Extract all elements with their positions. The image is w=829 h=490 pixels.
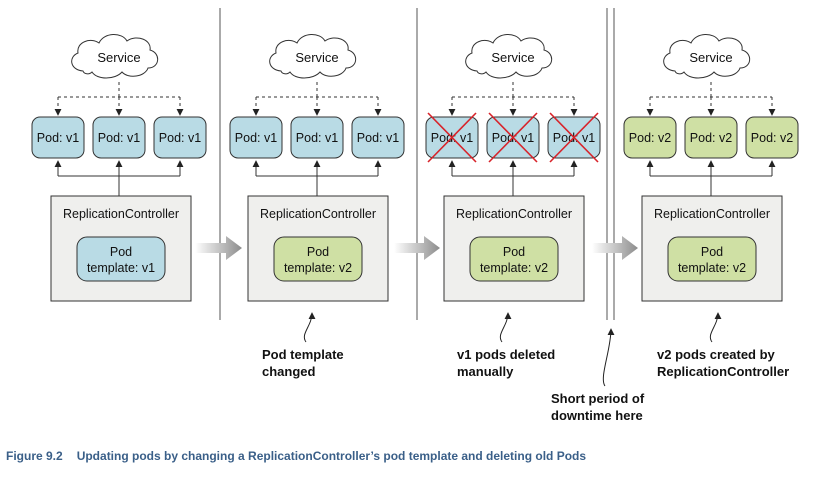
service-cloud	[465, 34, 553, 79]
pod-box	[290, 116, 344, 159]
service-label: Service	[689, 50, 732, 65]
annotation-line: Pod template	[262, 347, 344, 362]
pod-label: Pod: v1	[296, 131, 338, 145]
pod-box	[623, 116, 677, 159]
controller-links	[252, 160, 382, 196]
pod-label: Pod: v1	[98, 131, 140, 145]
annotation-line: downtime here	[551, 408, 643, 423]
pod-template-version: template: v2	[480, 261, 548, 275]
pod: Pod: v1	[31, 116, 85, 159]
pod: Pod: v2	[684, 116, 738, 159]
annotation-downtime: Short period of downtime here	[551, 328, 645, 423]
stage-3: Service Pod: v1 Pod: v1 Pod: v1	[425, 34, 601, 302]
annotation-line: changed	[262, 364, 316, 379]
pod: Pod: v1	[351, 116, 405, 159]
pod-label: Pod: v1	[235, 131, 277, 145]
delete-cross-icon	[549, 112, 599, 163]
pod-template-label: Pod	[307, 245, 329, 259]
pod-template-version: template: v2	[678, 261, 746, 275]
pod-label: Pod: v1	[357, 131, 399, 145]
service-label: Service	[491, 50, 534, 65]
service-cloud	[269, 34, 357, 79]
pod: Pod: v1	[229, 116, 283, 159]
annotation-line: Short period of	[551, 391, 645, 406]
transition-arrow	[394, 236, 440, 260]
pod-label: Pod: v2	[690, 131, 732, 145]
deleted-pod: Pod: v1	[486, 112, 540, 163]
stage-2: Service Pod: v1 Pod: v1 Pod: v1	[229, 34, 405, 302]
deleted-pod: Pod: v1	[425, 112, 479, 163]
controller-links	[54, 160, 184, 196]
service-cloud	[663, 34, 751, 79]
pod-template-box	[469, 236, 559, 282]
pod: Pod: v1	[153, 116, 207, 159]
annotation-line: v1 pods deleted	[457, 347, 555, 362]
pod-box	[684, 116, 738, 159]
deleted-pod: Pod: v1	[547, 112, 601, 163]
replication-controller-label: ReplicationController	[456, 207, 572, 221]
annotation-pods-deleted: v1 pods deleted manually	[457, 312, 555, 379]
transition-arrow	[592, 236, 638, 260]
figure-number: Figure 9.2	[6, 449, 63, 463]
pod: Pod: v2	[623, 116, 677, 159]
pod-template-box	[76, 236, 166, 282]
replication-controller-label: ReplicationController	[654, 207, 770, 221]
replication-controller-label: ReplicationController	[63, 207, 179, 221]
figure-caption-text: Updating pods by changing a ReplicationC…	[77, 449, 587, 463]
annotation-pointer	[303, 312, 316, 343]
service-label: Service	[97, 50, 140, 65]
pod-label: Pod: v1	[37, 131, 79, 145]
pod-template-version: template: v1	[87, 261, 155, 275]
annotation-line: manually	[457, 364, 514, 379]
annotation-template-changed: Pod template changed	[262, 312, 344, 379]
pod-box	[92, 116, 146, 159]
pod-box	[153, 116, 207, 159]
pod-label: Pod: v1	[159, 131, 201, 145]
pod-box	[229, 116, 283, 159]
annotation-line: ReplicationController	[657, 364, 789, 379]
annotation-line: v2 pods created by	[657, 347, 776, 362]
pod-template-version: template: v2	[284, 261, 352, 275]
pod: Pod: v1	[290, 116, 344, 159]
transition-arrow	[195, 236, 242, 260]
annotation-pointer	[602, 328, 615, 387]
annotation-pointer	[709, 312, 722, 343]
delete-cross-icon	[427, 112, 477, 163]
stage-1: Service Pod: v1 Pod: v1 Pod: v1	[31, 34, 207, 302]
figure-caption: Figure 9.2 Updating pods by changing a Re…	[6, 449, 586, 463]
pod-box	[745, 116, 799, 159]
delete-cross-icon	[488, 112, 538, 163]
replication-controller-label: ReplicationController	[260, 207, 376, 221]
annotation-pods-created: v2 pods created by ReplicationController	[657, 312, 789, 379]
service-links	[646, 82, 776, 116]
pod-template-label: Pod	[110, 245, 132, 259]
pod-box	[351, 116, 405, 159]
service-links	[252, 82, 382, 116]
pod-template-label: Pod	[503, 245, 525, 259]
controller-links	[448, 160, 578, 196]
pod-label: Pod: v2	[629, 131, 671, 145]
annotation-pointer	[499, 312, 512, 343]
pod: Pod: v1	[92, 116, 146, 159]
stage-4: Service Pod: v2 Pod: v2 Pod: v2	[623, 34, 799, 302]
pod: Pod: v2	[745, 116, 799, 159]
pod-template-box	[667, 236, 757, 282]
service-links	[54, 82, 184, 116]
pod-template-label: Pod	[701, 245, 723, 259]
controller-links	[646, 160, 776, 196]
pod-label: Pod: v2	[751, 131, 793, 145]
service-cloud	[71, 34, 159, 79]
pod-box	[31, 116, 85, 159]
service-label: Service	[295, 50, 338, 65]
service-links	[448, 82, 578, 116]
pod-template-box	[273, 236, 363, 282]
